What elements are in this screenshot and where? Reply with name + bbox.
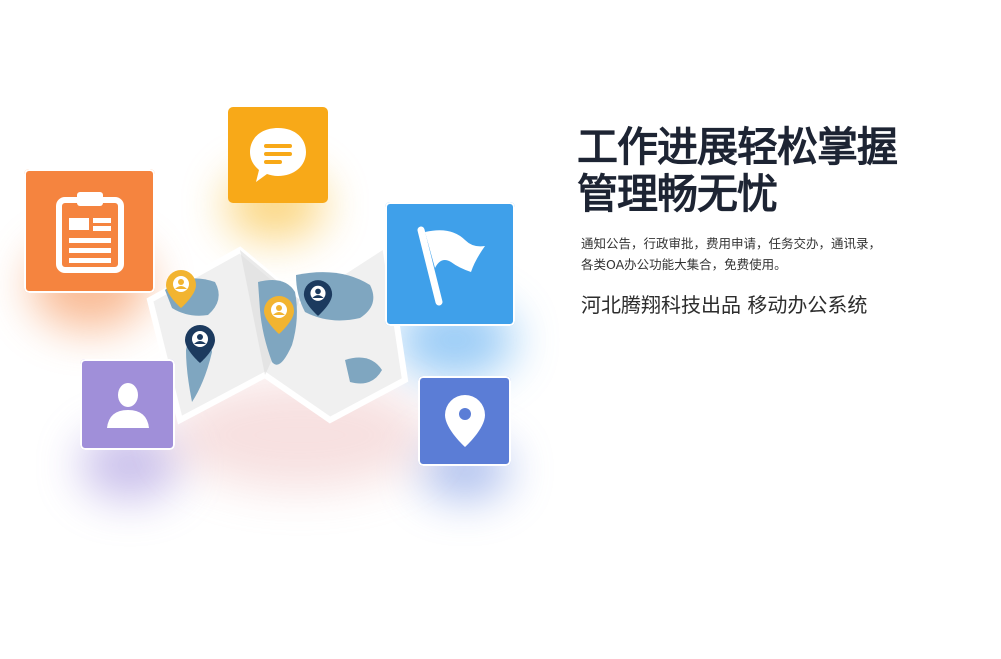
tagline: 河北腾翔科技出品 移动办公系统 [581, 293, 868, 317]
australia [345, 357, 382, 384]
clipboard-icon [55, 192, 124, 273]
user-icon [106, 382, 149, 428]
flag-icon [417, 226, 485, 306]
pin-navy-1 [303, 280, 333, 316]
description-line-1: 通知公告，行政审批，费用申请，任务交办，通讯录， [581, 236, 882, 251]
location-tile [418, 376, 511, 466]
pin-navy-2 [185, 325, 215, 363]
pin-gold-1 [166, 270, 196, 308]
headline-line-1: 工作进展轻松掌握 [577, 123, 898, 171]
chat-bubble-icon [250, 128, 306, 182]
flag-tile [385, 202, 515, 326]
clipboard-tile [24, 169, 155, 293]
chat-tile [228, 107, 328, 203]
user-tile [80, 359, 175, 450]
location-pin-icon [444, 395, 485, 447]
description: 通知公告，行政审批，费用申请，任务交办，通讯录， 各类OA办公功能大集合，免费使… [581, 233, 981, 275]
headline-line-2: 管理畅无忧 [577, 170, 778, 218]
headline: 工作进展轻松掌握 管理畅无忧 [577, 124, 977, 218]
description-line-2: 各类OA办公功能大集合，免费使用。 [581, 257, 787, 272]
illustration [0, 0, 560, 560]
pin-gold-2 [264, 296, 294, 334]
